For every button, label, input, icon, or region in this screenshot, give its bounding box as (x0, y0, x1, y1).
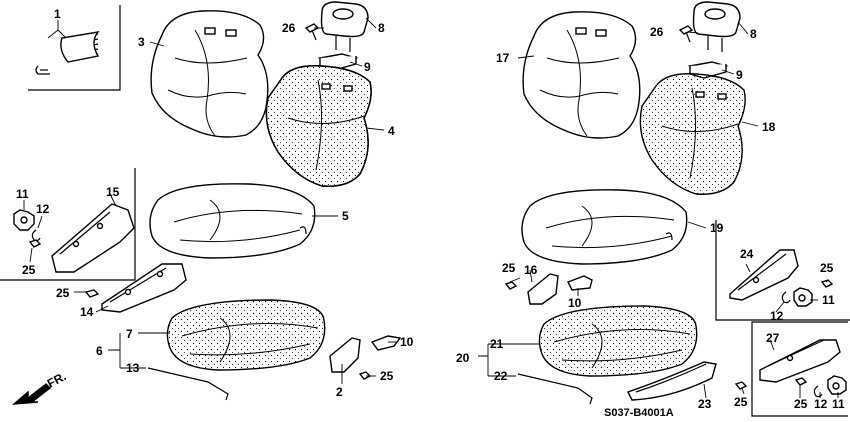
seatback-pad-left (265, 65, 372, 187)
callout-25-b: 25 (56, 286, 70, 300)
bolt-25-f (820, 279, 834, 288)
callout-12-left: 12 (36, 202, 50, 216)
callout-23: 23 (698, 397, 712, 411)
callout-13: 13 (126, 361, 140, 375)
diagram-code: S037-B4001A (604, 407, 674, 419)
inset-box-part-1 (28, 5, 121, 91)
callout-8-left: 8 (378, 21, 385, 35)
callout-5: 5 (342, 209, 349, 223)
headrest-right (692, 1, 741, 52)
callout-21: 21 (490, 337, 504, 351)
seatback-cover-right (522, 11, 641, 139)
side-rail-27 (759, 339, 841, 383)
callout-10-right: 10 (568, 296, 582, 310)
cap-10-left (370, 335, 402, 351)
clip-12-left (31, 229, 41, 242)
callout-15: 15 (106, 185, 120, 199)
bolt-25-b (84, 289, 100, 298)
callout-1: 1 (54, 7, 61, 21)
right-inset-box-upper (715, 220, 850, 321)
callout-19: 19 (710, 221, 724, 235)
callout-7: 7 (126, 327, 133, 341)
seat-wire-right (517, 373, 593, 405)
callout-26-left: 26 (282, 21, 296, 35)
callout-25-c: 25 (380, 369, 394, 383)
callout-3: 3 (138, 35, 145, 49)
spring-clip-part (35, 31, 100, 75)
callout-14: 14 (80, 305, 94, 319)
callout-25-a: 25 (22, 263, 36, 277)
callout-27: 27 (766, 331, 780, 345)
cap-10-right (567, 275, 593, 291)
bolt-25-g (794, 377, 808, 386)
seatback-pad-right (639, 73, 746, 195)
bolt-25-a (28, 239, 42, 248)
leader-lines (23, 17, 839, 399)
callout-11-left: 11 (16, 187, 29, 201)
headrest-left (320, 1, 369, 52)
seat-cushion-cover-left (149, 183, 316, 259)
callout-11-r2: 11 (832, 397, 845, 411)
right-inset-box-lower (751, 321, 848, 417)
callout-2: 2 (336, 385, 343, 399)
bolt-25-d (504, 281, 518, 290)
bolt-25-c (358, 371, 372, 380)
callout-26-right: 26 (650, 25, 664, 39)
callout-11-r1: 11 (822, 293, 835, 307)
recline-knob-left (13, 209, 35, 231)
cover-bracket-left (329, 337, 361, 373)
callout-6: 6 (96, 344, 103, 358)
callout-12-r2: 12 (814, 397, 828, 411)
callout-25-e: 25 (734, 395, 748, 409)
screw-26-left (304, 23, 320, 41)
callout-9-right: 9 (736, 68, 743, 82)
callout-4: 4 (388, 124, 395, 138)
callout-8-right: 8 (750, 27, 757, 41)
side-rail-left (101, 263, 187, 313)
callout-25-d: 25 (502, 261, 516, 275)
callout-25-f: 25 (820, 261, 834, 275)
side-bracket-left (51, 203, 135, 273)
side-cover-23 (627, 361, 717, 401)
knob-11-r2 (827, 375, 847, 395)
seatback-cover-left (150, 10, 269, 138)
seat-cushion-pad-right (538, 305, 698, 377)
callout-labels: 1 3 26 8 9 4 5 11 15 12 25 25 14 7 6 13 … (16, 7, 845, 411)
callout-20: 20 (456, 351, 470, 365)
seat-cushion-pad-left (166, 299, 326, 371)
seat-cushion-cover-right (521, 189, 688, 265)
callout-25-g: 25 (794, 397, 808, 411)
callout-16: 16 (524, 263, 538, 277)
bolt-25-e (734, 381, 748, 390)
seat-wire-left (147, 367, 229, 401)
clip-12-r1 (781, 291, 791, 304)
callout-22: 22 (494, 369, 508, 383)
callout-9-left: 9 (364, 60, 371, 74)
callout-12-r1: 12 (770, 309, 784, 323)
callout-17: 17 (496, 51, 510, 65)
left-divider-frame (0, 168, 136, 281)
front-arrow-icon (11, 383, 52, 405)
screw-26-right (678, 25, 694, 43)
side-rail-24 (729, 249, 799, 301)
callout-24: 24 (740, 247, 754, 261)
callout-10-left: 10 (400, 335, 414, 349)
callout-18: 18 (762, 120, 776, 134)
clip-12-r2 (813, 385, 823, 398)
knob-11-r1 (793, 287, 813, 307)
bracket-16 (527, 273, 559, 305)
